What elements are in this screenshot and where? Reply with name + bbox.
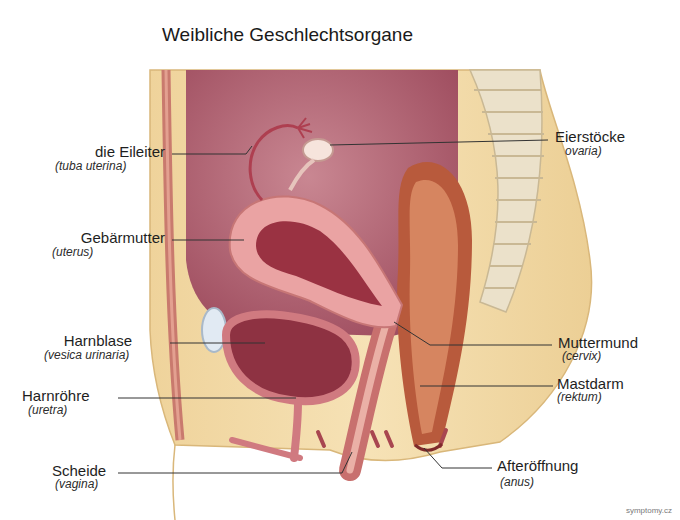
- part-label: Muttermund: [558, 334, 638, 351]
- latin-label: ovaria): [565, 145, 602, 159]
- latin-label: (uterus): [52, 246, 93, 260]
- latin-label: (vesica urinaria): [44, 349, 129, 363]
- latin-label: (uretra): [28, 404, 67, 418]
- part-label: Harnröhre: [22, 387, 90, 404]
- leader-lines: [118, 140, 553, 473]
- latin-label: (vagina): [55, 478, 98, 492]
- part-label: die Eileiter: [95, 143, 165, 160]
- latin-label: (cervix): [562, 350, 601, 364]
- latin-label: (tuba uterina): [55, 160, 126, 174]
- part-label: Eierstöcke: [555, 128, 625, 145]
- part-label: Mastdarm: [557, 375, 624, 392]
- watermark: symptomy.cz: [626, 506, 672, 515]
- latin-label: (rektum): [557, 391, 602, 405]
- latin-label: (anus): [500, 476, 534, 490]
- part-label: Scheide: [52, 462, 106, 479]
- diagram-title: Weibliche Geschlechtsorgane: [162, 24, 413, 46]
- part-label: Afteröffnung: [497, 457, 578, 474]
- part-label: Harnblase: [64, 332, 132, 349]
- part-label: Gebärmutter: [81, 229, 165, 246]
